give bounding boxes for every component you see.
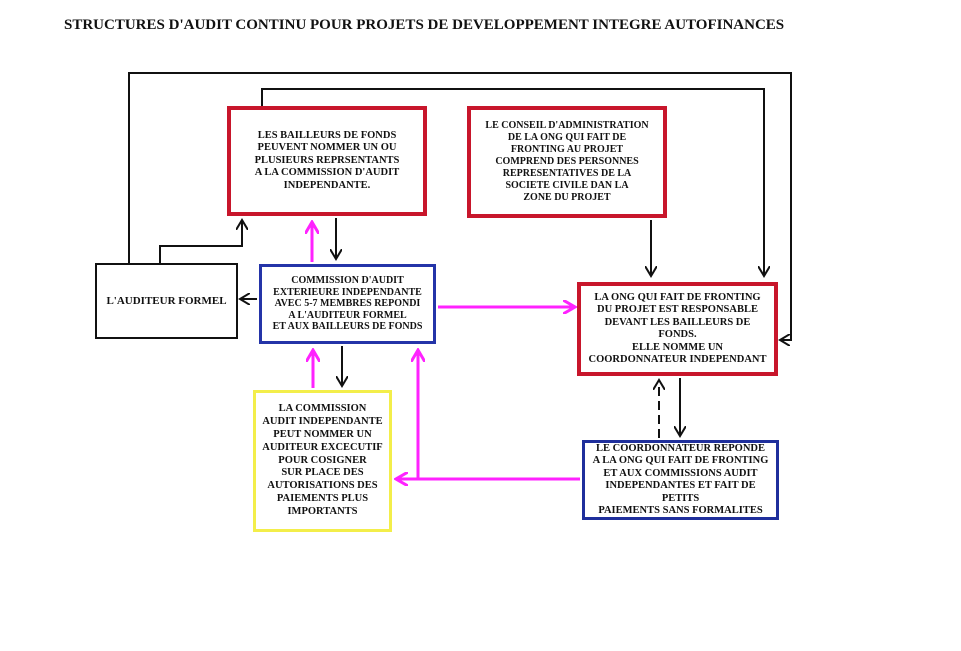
conseil-administration-text: LE CONSEIL D'ADMINISTRATION DE LA ONG QU… (485, 120, 649, 203)
commission-independante-text: LA COMMISSION AUDIT INDEPENDANTE PEUT NO… (262, 403, 383, 517)
auditeur-formel-box: L'AUDITEUR FORMEL (95, 263, 238, 339)
ong-fronting-text: LA ONG QUI FAIT DE FRONTING DU PROJET ES… (588, 291, 767, 366)
loop-bailleurs-to-ong (261, 88, 764, 276)
auditeur-formel-text: L'AUDITEUR FORMEL (106, 294, 227, 307)
arrow-auditeur-to-bailleurs (159, 220, 242, 263)
commission-audit-box: COMMISSION D'AUDIT EXTERIEURE INDEPENDAN… (259, 264, 436, 344)
coordonnateur-box: LE COORDONNATEUR REPONDE A LA ONG QUI FA… (582, 440, 779, 520)
coordonnateur-text: LE COORDONNATEUR REPONDE A LA ONG QUI FA… (592, 442, 769, 517)
loop-auditeur-to-ong (128, 72, 792, 340)
ong-fronting-box: LA ONG QUI FAIT DE FRONTING DU PROJET ES… (577, 282, 778, 376)
commission-audit-text: COMMISSION D'AUDIT EXTERIEURE INDEPENDAN… (272, 275, 423, 333)
diagram-title: STRUCTURES D'AUDIT CONTINU POUR PROJETS … (64, 17, 785, 33)
bailleurs-de-fonds-text: LES BAILLEURS DE FONDS PEUVENT NOMMER UN… (254, 129, 400, 191)
commission-independante-box: LA COMMISSION AUDIT INDEPENDANTE PEUT NO… (253, 390, 392, 532)
conseil-administration-box: LE CONSEIL D'ADMINISTRATION DE LA ONG QU… (467, 106, 667, 218)
bailleurs-de-fonds-box: LES BAILLEURS DE FONDS PEUVENT NOMMER UN… (227, 106, 427, 216)
